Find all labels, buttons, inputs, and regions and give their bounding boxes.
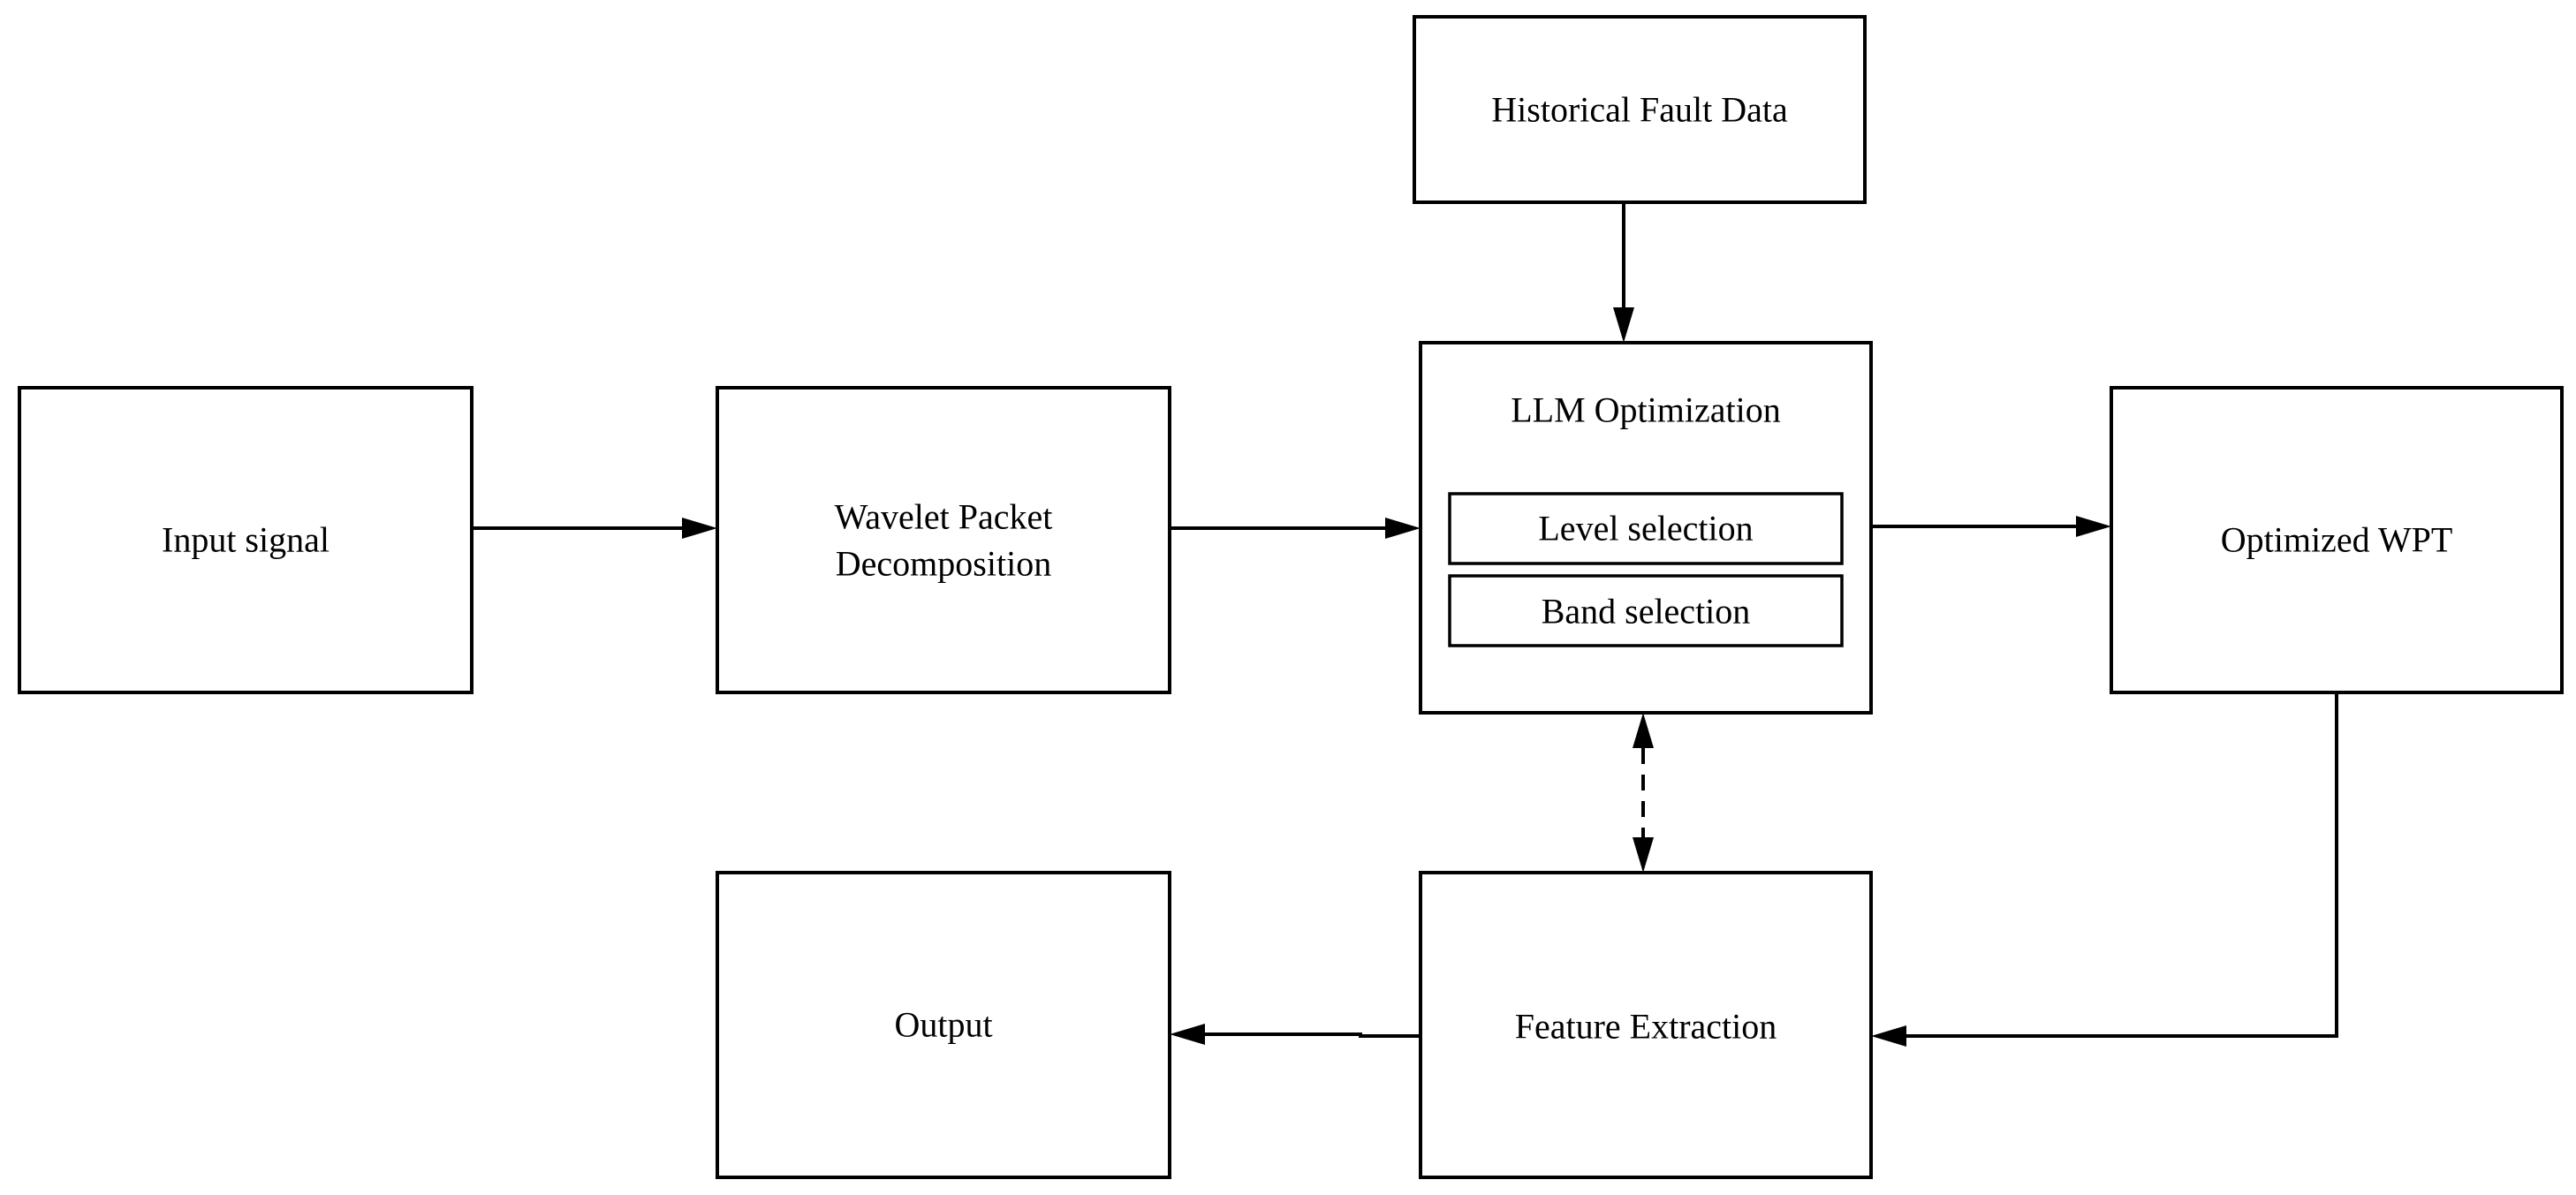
subnode-level-selection: Level selection <box>1448 492 1844 565</box>
edge-wavelet-to-llm <box>1170 518 1421 539</box>
subnode-level-selection-label: Level selection <box>1538 509 1753 548</box>
node-historical-label: Historical Fault Data <box>1491 90 1788 130</box>
edge-historical-to-llm <box>1613 202 1634 343</box>
node-input-signal: Input signal <box>18 386 474 694</box>
node-llm-label: LLM Optimization <box>1511 390 1781 430</box>
node-llm-optimization: LLM Optimization Level selection Band se… <box>1419 341 1873 715</box>
node-wavelet-label-line1: Wavelet Packet <box>835 497 1053 537</box>
node-input-signal-label: Input signal <box>162 520 330 560</box>
node-historical-fault-data: Historical Fault Data <box>1413 15 1867 204</box>
node-output: Output <box>716 871 1171 1179</box>
node-wavelet-packet-decomposition: Wavelet Packet Decomposition <box>716 386 1171 694</box>
node-feature-extraction: Feature Extraction <box>1419 871 1873 1179</box>
edge-optimized-wpt-to-feature-extraction <box>1871 692 2338 1047</box>
node-feature-extraction-label: Feature Extraction <box>1515 1007 1777 1047</box>
node-optimized-wpt: Optimized WPT <box>2110 386 2564 694</box>
node-output-label: Output <box>894 1005 992 1045</box>
node-optimized-wpt-label: Optimized WPT <box>2221 520 2453 560</box>
edge-feature-extraction-to-output <box>1170 1024 1421 1045</box>
edge-llm-to-optimized-wpt <box>1871 516 2111 537</box>
subnode-band-selection-label: Band selection <box>1542 592 1751 632</box>
subnode-band-selection: Band selection <box>1448 574 1844 647</box>
edge-input-to-wavelet <box>472 518 717 539</box>
edge-llm-feature-extraction-dashed <box>1633 713 1654 873</box>
node-wavelet-label-line2: Decomposition <box>836 544 1051 584</box>
